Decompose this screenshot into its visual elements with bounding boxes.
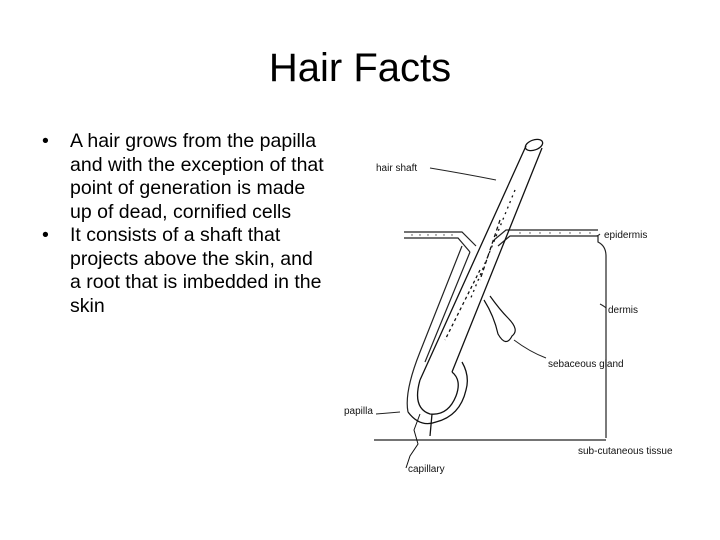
capillary-drawing — [405, 413, 421, 469]
label-capillary: capillary — [408, 464, 445, 475]
bullet-marker: • — [42, 130, 49, 152]
slide-title: Hair Facts — [268, 46, 452, 90]
leader-lines — [375, 167, 607, 415]
bullet-marker: • — [42, 224, 49, 246]
label-hair-shaft: hair shaft — [376, 163, 417, 174]
sebaceous-gland-drawing — [483, 295, 516, 343]
bullet-text: It consists of a shaft that projects abo… — [70, 224, 322, 317]
dermis-boundary — [374, 236, 607, 441]
label-dermis: dermis — [608, 305, 638, 316]
hair-follicle-diagram: hair shaft epidermis dermis sebaceous gl… — [344, 138, 673, 475]
label-sebaceous-gland: sebaceous gland — [548, 359, 624, 370]
epidermis-band — [404, 229, 598, 253]
hair-bulb — [407, 361, 468, 437]
epidermis-stipple — [411, 232, 591, 236]
label-epidermis: epidermis — [604, 230, 647, 241]
bullet-text: A hair grows from the papilla and with t… — [70, 130, 324, 223]
bullet-item: • A hair grows from the papilla and with… — [40, 130, 325, 224]
follicle-wall — [406, 245, 471, 413]
hair-shaft-drawing — [419, 138, 544, 381]
bullet-list: • A hair grows from the papilla and with… — [40, 130, 325, 318]
label-sub-cutaneous-tissue: sub-cutaneous tissue — [578, 446, 673, 457]
bullet-item: • It consists of a shaft that projects a… — [40, 224, 325, 318]
label-papilla: papilla — [344, 406, 373, 417]
